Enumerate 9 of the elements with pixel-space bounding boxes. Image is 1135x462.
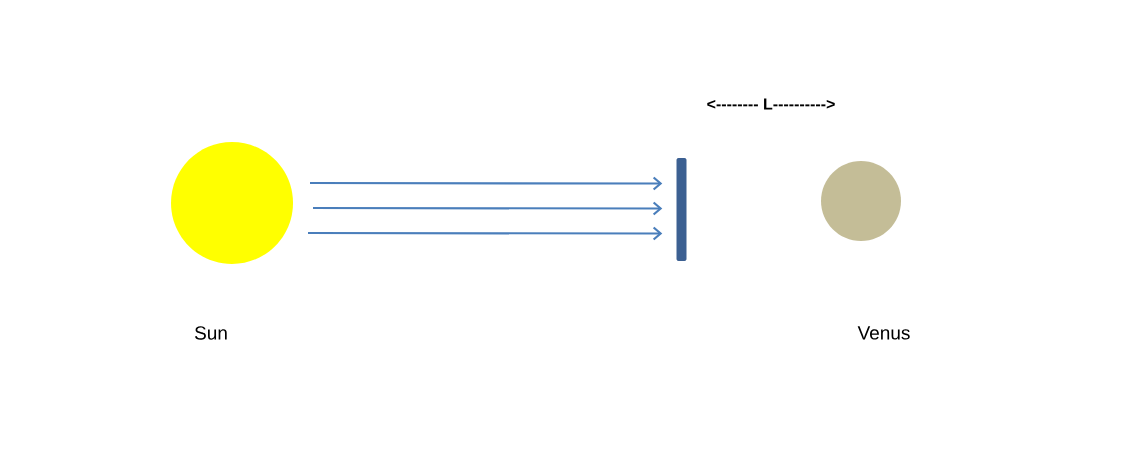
planet-circle [821,161,901,241]
arrow [313,201,663,216]
sun-circle [171,142,293,264]
arrow [308,226,663,241]
body-label: Sun [194,326,227,340]
arrow [310,176,663,191]
dimension-label: <-------- L----------> [707,98,835,110]
plate-bar [676,158,687,261]
body-label: Venus [857,326,910,340]
